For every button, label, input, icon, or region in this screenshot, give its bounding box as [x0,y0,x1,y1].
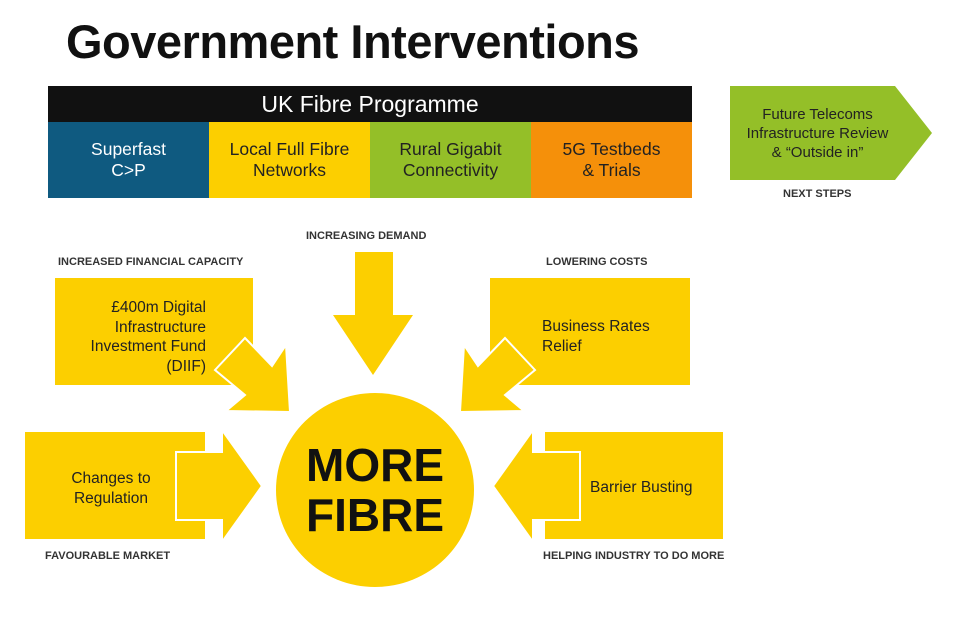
item-line: C>P [111,160,146,180]
item-line: 5G Testbeds [562,139,661,159]
box-line: £400m Digital [111,299,206,316]
page-title: Government Interventions [66,15,640,68]
label-financial-capacity: INCREASED FINANCIAL CAPACITY [58,256,244,268]
next-steps-label: NEXT STEPS [783,188,852,200]
more-fibre-circle [276,393,474,587]
item-line: Networks [253,160,326,180]
next-steps-line: Infrastructure Review [746,124,889,142]
item-line: Connectivity [402,160,499,180]
box-line: Changes to [71,470,151,487]
programme-5g-testbeds: 5G Testbeds& Trials [531,122,692,198]
box-right-text: Barrier Busting [590,479,693,496]
arrow-right [175,426,264,546]
programme-header: UK Fibre Programme [48,86,692,122]
arrow-top-left [213,336,292,414]
box-line: (DIIF) [166,357,206,375]
item-line: Rural Gigabit [399,139,502,159]
box-line: Business Rates [542,318,650,335]
box-line: Regulation [73,489,149,507]
arrow-down [333,252,413,375]
box-top-left-text: £400m Digital Infrastructure Investment … [60,298,206,376]
center-line: FIBRE [306,489,444,541]
box-line: Relief [542,337,582,355]
label-helping-industry: HELPING INDUSTRY TO DO MORE [543,550,725,562]
item-line: Local Full Fibre [229,139,350,159]
next-steps-line: Future Telecoms [762,105,873,123]
more-fibre-text: MORE FIBRE [276,394,474,586]
next-steps-line: & “Outside in” [771,143,864,161]
item-line: Superfast [91,139,166,159]
arrow-top-right [458,336,537,414]
box-line: Infrastructure [114,318,206,336]
label-increasing-demand: INCREASING DEMAND [306,230,427,242]
center-line: MORE [306,439,444,491]
box-top-right-text: Business Rates Relief [542,317,650,356]
next-steps-arrow [730,86,932,180]
box-left-text: Changes to Regulation [60,469,162,508]
item-line: & Trials [582,160,641,180]
label-favourable-market: FAVOURABLE MARKET [45,550,171,562]
box-line: Investment Fund [90,338,206,355]
arrow-left [491,426,581,546]
label-lowering-costs: LOWERING COSTS [546,256,648,268]
